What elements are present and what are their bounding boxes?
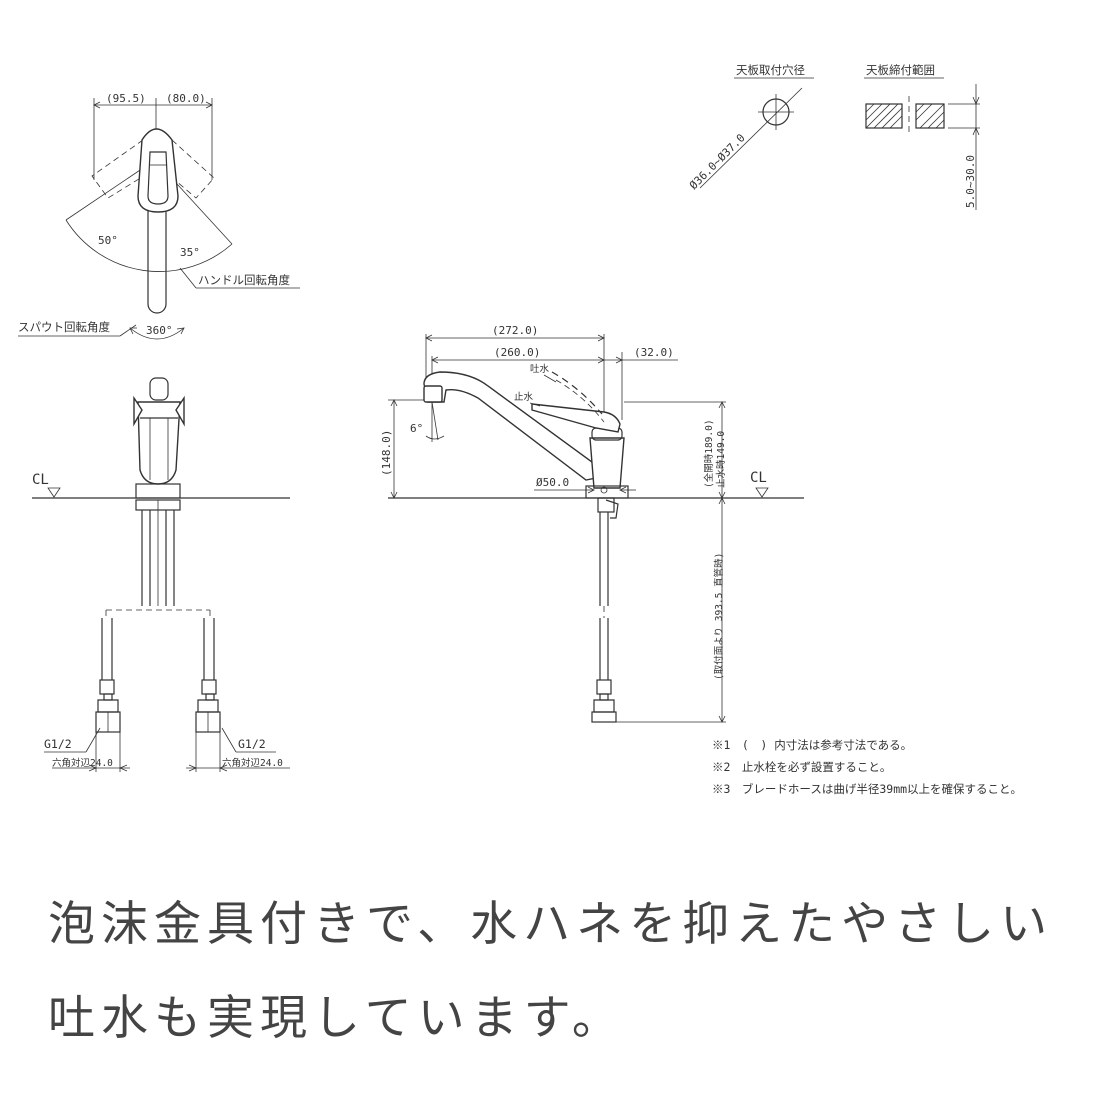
dim-height-open: (全開時189.0) [703,419,715,488]
note-1: ※1 ( ) 内寸法は参考寸法である。 [712,738,912,752]
hex-left: 六角対辺24.0 [52,757,113,769]
side-cl-label: CL [750,470,767,486]
front-view: CL G1/2 [32,377,290,772]
dim-393-5: (取付面より 393.5 直管時) [713,553,725,680]
label-discharge: 吐水 [530,363,550,375]
dim-148: (148.0) [380,430,393,476]
mount-hole-title: 天板取付穴径 [736,63,805,77]
spout-rotation-label: スパウト回転角度 [18,320,110,334]
thread-right: G1/2 [238,737,266,751]
dim-height-closed: 止水時149.0 [715,431,727,488]
dim-80: (80.0) [166,92,206,105]
angle-35: 35° [180,246,200,259]
mount-hole-dim: Ø36.0~Ø37.0 [687,131,748,192]
caption: 泡沫金具付きで、水ハネを抑えたやさしい 吐水も実現しています。 [48,878,1068,1066]
dim-32: (32.0) [634,346,674,359]
dim-260: (260.0) [494,346,540,359]
caption-line-2: 吐水も実現しています。 [48,991,625,1046]
thread-left: G1/2 [44,737,72,751]
handle-rotation-label: ハンドル回転角度 [198,273,290,287]
angle-50: 50° [98,234,118,247]
side-view: CL (272.0) (260.0) (32.0) (148.0) 6° [380,324,804,723]
counter-range-detail: 天板締付範囲 5.0~30.0 [864,63,980,210]
hex-right: 六角対辺24.0 [222,757,283,769]
top-view: (95.5) (80.0) 50° 35° ハンドル回転角度 スパウト回転角度 … [18,92,300,340]
note-3: ※3 ブレードホースは曲げ半径39mm以上を確保すること。 [712,782,1022,796]
caption-line-1: 泡沫金具付きで、水ハネを抑えたやさしい [48,897,1054,952]
counter-range-title: 天板締付範囲 [866,63,935,77]
dim-95-5: (95.5) [106,92,146,105]
front-cl-label: CL [32,472,49,488]
mount-hole-detail: 天板取付穴径 Ø36.0~Ø37.0 [687,63,814,192]
note-2: ※2 止水栓を必ず設置すること。 [712,760,891,774]
dim-50: Ø50.0 [536,476,569,489]
counter-range-dim: 5.0~30.0 [964,155,977,208]
label-stop: 止水 [514,391,534,403]
dim-272: (272.0) [492,324,538,337]
spout-angle-360: 360° [146,324,173,337]
angle-6: 6° [410,422,423,435]
notes: ※1 ( ) 内寸法は参考寸法である。 ※2 止水栓を必ず設置すること。 ※3 … [712,738,1022,796]
